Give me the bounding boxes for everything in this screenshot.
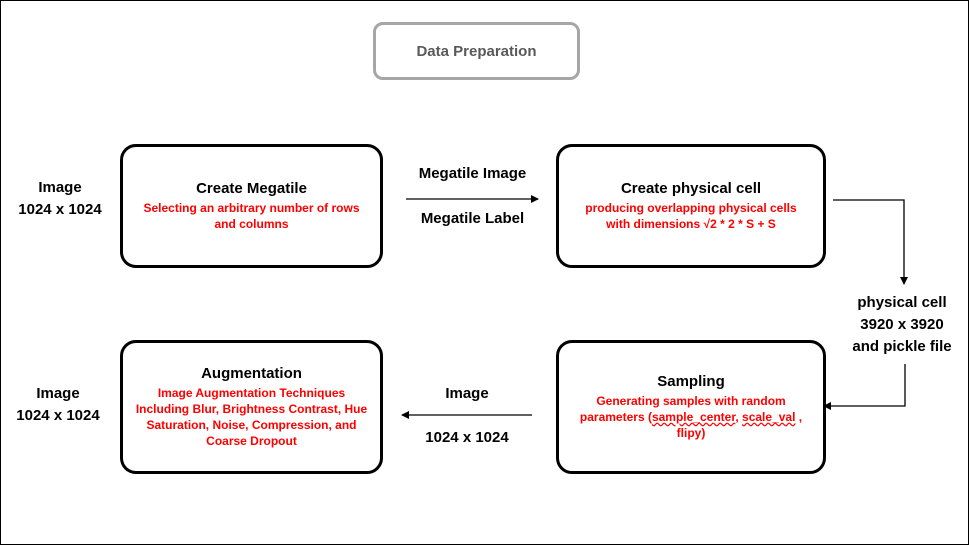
physical-cell-output-line-2: 3920 x 3920 (860, 316, 944, 333)
sample-image-label-bottom: 1024 x 1024 (425, 429, 509, 446)
input-image-label: Image 1024 x 1024 (8, 177, 112, 221)
sampling-description-line-1: Generating samples with random (596, 394, 786, 408)
sampling-description-line-3: flipy) (676, 426, 706, 440)
input-image-label-line-1: Image (38, 179, 82, 196)
create-megatile-description: Selecting an arbitrary number of rows an… (143, 201, 360, 231)
output-image-label-line-2: 1024 x 1024 (16, 407, 100, 424)
megatile-image-label: Megatile Image (418, 165, 527, 182)
sampling-description: Generating samples with random parameter… (566, 393, 816, 441)
physical-cell-output-line-3: and pickle file (852, 338, 952, 355)
create-physical-cell-box: Create physical cell producing overlappi… (556, 144, 826, 268)
arrow-physical-cell-to-sampling (823, 364, 906, 410)
scale-val-term: scale_val (742, 410, 796, 424)
sample-center-term: sample_center (651, 410, 736, 424)
create-megatile-box: Create Megatile Selecting an arbitrary n… (120, 144, 383, 268)
diagram-title-text: Data Preparation (416, 42, 537, 60)
create-megatile-heading: Create Megatile (196, 180, 307, 197)
input-image-label-line-2: 1024 x 1024 (18, 201, 102, 218)
sampling-description-line-2: parameters (sample_center, scale_val , (579, 410, 803, 424)
physical-cell-output-line-1: physical cell (857, 294, 947, 311)
arrow-physical-cell-to-output (833, 199, 908, 285)
augmentation-heading: Augmentation (201, 365, 302, 382)
output-image-label: Image 1024 x 1024 (4, 383, 112, 427)
output-image-label-line-1: Image (36, 385, 80, 402)
sampling-box: Sampling Generating samples with random … (556, 340, 826, 474)
sampling-heading: Sampling (657, 373, 725, 390)
create-physical-cell-description: producing overlapping physical cells wit… (585, 201, 797, 231)
physical-cell-output-label: physical cell 3920 x 3920 and pickle fil… (842, 292, 962, 358)
sample-image-label-top: Image (445, 385, 489, 402)
create-physical-cell-heading: Create physical cell (620, 180, 762, 197)
augmentation-description: Image Augmentation Techniques Including … (135, 386, 368, 448)
augmentation-box: Augmentation Image Augmentation Techniqu… (120, 340, 383, 474)
megatile-label-label: Megatile Label (420, 210, 525, 227)
diagram-title: Data Preparation (373, 22, 580, 80)
